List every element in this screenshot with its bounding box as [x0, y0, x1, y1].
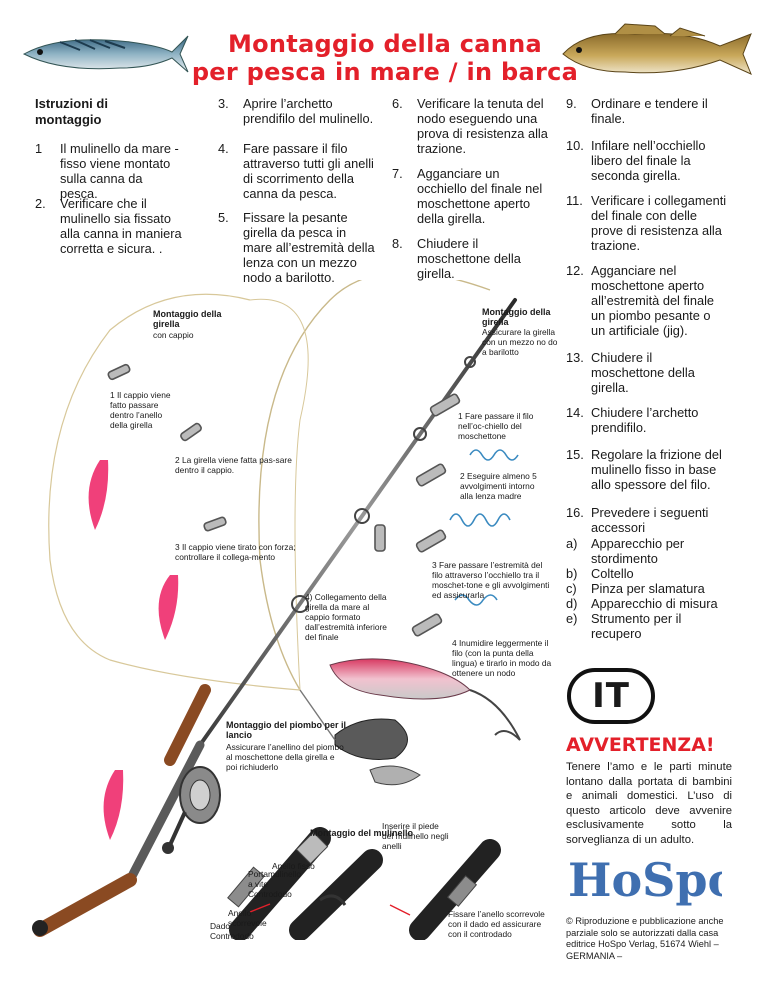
step-text: Chiudere l’archetto prendifilo. — [591, 405, 699, 435]
right-caption-1: 1 Fare passare il filo nell’oc-chiello d… — [458, 411, 534, 441]
step-number: 8. — [392, 236, 403, 251]
accessory-key: a) — [566, 536, 578, 551]
step-number: 3. — [218, 96, 229, 111]
step-text: Prevedere i seguenti accessori — [591, 505, 709, 535]
accessory-text: Apparecchio per stordimento — [591, 536, 685, 566]
step-number: 12. — [566, 263, 584, 278]
step-text: Aprire l’archetto prendifilo del mulinel… — [243, 96, 374, 126]
piombo-title: Montaggio del piombo per il lancio — [226, 720, 346, 740]
page-title: Montaggio della canna per pesca in mare … — [150, 30, 620, 86]
fissare-label: Fissare l’anello scorrevole con il dado … — [448, 909, 545, 939]
anello-fisso-label: Anello fisso — [272, 861, 315, 871]
step-9: 9. Ordinare e tendere il finale. — [566, 96, 736, 132]
step-12: 12. Agganciare nel moschettone aperto al… — [566, 263, 736, 343]
step-number: 16. — [566, 505, 584, 520]
step-3: 3. Aprire l’archetto prendifilo del muli… — [218, 96, 378, 136]
step-number: 10. — [566, 138, 584, 153]
step-text: Fissare la pesante girella da pesca in m… — [243, 210, 375, 285]
instructions-heading: Istruzioni di montaggio — [35, 96, 108, 127]
step-text: Verificare che il mulinello sia fissato … — [60, 196, 182, 256]
step-text: Regolare la frizione del mulinello fisso… — [591, 447, 722, 492]
step-text: Fare passare il filo attraverso tutti gl… — [243, 141, 374, 201]
accessory-text: Apparecchio di misura — [591, 596, 718, 611]
step-number: 9. — [566, 96, 577, 111]
step-number: 5. — [218, 210, 229, 225]
language-badge: IT — [567, 668, 655, 724]
accessory-key: d) — [566, 596, 578, 611]
step-number: 11. — [566, 193, 583, 208]
step-8: 8. Chiudere il moschettone della girella… — [392, 236, 552, 286]
step-number: 4. — [218, 141, 229, 156]
step-5: 5. Fissare la pesante girella da pesca i… — [218, 210, 378, 290]
step-number: 15. — [566, 447, 584, 462]
caption-3: 3 Il cappio viene tirato con forza; cont… — [175, 542, 296, 562]
step-11: 11. Verificare i collegamenti del finale… — [566, 193, 736, 257]
hospo-logo: HoSpo — [568, 853, 722, 906]
caption-2: 2 La girella viene fatta pas-sare dentro… — [175, 455, 292, 475]
step-2: 2. Verificare che il mulinello sia fissa… — [35, 196, 185, 276]
step-number: 7. — [392, 166, 403, 181]
right-caption-4: 4 Inumidire leggermente il filo (con la … — [452, 638, 552, 678]
step-number: 1 — [35, 141, 43, 156]
piombo-sub: Assicurare l’anellino del piombo al mosc… — [226, 742, 344, 772]
step-number: 13. — [566, 350, 584, 365]
title-line-1: Montaggio della canna — [227, 30, 543, 58]
girella-left-title: Montaggio della girella — [153, 309, 222, 329]
inserire-label: Inserire il piede del mulinello negli an… — [382, 821, 449, 851]
step-7: 7. Agganciare un occhiello del finale ne… — [392, 166, 552, 230]
mackerel-illustration — [22, 35, 189, 73]
title-line-2: per pesca in mare / in barca — [191, 58, 579, 86]
step-14: 14. Chiudere l’archetto prendifilo. — [566, 405, 736, 441]
step-text: Chiudere il moschettone della girella. — [417, 236, 521, 281]
caption-4: 4) Collegamento della girella da mare al… — [305, 592, 387, 642]
step-10: 10. Infilare nell’occhiello libero del f… — [566, 138, 736, 188]
step-6: 6. Verificare la tenuta del nodo eseguen… — [392, 96, 552, 160]
copyright-text: © Riproduzione e pubblicazione anche par… — [566, 916, 724, 961]
accessory-key: e) — [566, 611, 578, 626]
girella-right-title: Montaggio della girella — [482, 307, 551, 327]
step-number: 14. — [566, 405, 584, 420]
girella-right-sub: Assicurare la girella con un mezzo no do… — [482, 327, 558, 357]
accessory-key: b) — [566, 566, 578, 581]
step-text: Verificare i collegamenti del finale con… — [591, 193, 727, 253]
step-text: Chiudere il moschettone della girella. — [591, 350, 695, 395]
step-text: Agganciare un occhiello del finale nel m… — [417, 166, 543, 226]
rod-assembly-illustration — [32, 280, 521, 940]
portamulinello-label: Portamulinello a vite Contrododo — [248, 869, 302, 899]
warning-heading: AVVERTENZA! — [566, 734, 715, 756]
step-4: 4. Fare passare il filo attraverso tutti… — [218, 141, 378, 201]
step-text: Ordinare e tendere il finale. — [591, 96, 708, 126]
step-15: 15. Regolare la frizione del mulinello f… — [566, 447, 736, 497]
step-number: 2. — [35, 196, 46, 211]
step-13: 13. Chiudere il moschettone della girell… — [566, 350, 736, 400]
caption-1: 1 Il cappio viene fatto passare dentro l… — [110, 390, 171, 430]
anello-scorrevole-label: Anello scorrevole — [228, 908, 267, 928]
step-text: Verificare la tenuta del nodo eseguendo … — [417, 96, 548, 156]
girella-left-sub: con cappio — [153, 330, 194, 340]
accessories-list: a) Apparecchio per stordimento b) Coltel… — [566, 536, 736, 641]
right-caption-2: 2 Eseguire almeno 5 avvolgimenti intorno… — [460, 471, 537, 501]
step-1: 1 Il mulinello da mare - fisso viene mon… — [35, 141, 185, 201]
step-text: Agganciare nel moschettone aperto all’es… — [591, 263, 715, 338]
step-text: Il mulinello da mare - fisso viene monta… — [60, 141, 179, 201]
warning-text: Tenere l’amo e le parti minute lontano d… — [566, 761, 732, 846]
cod-illustration — [562, 23, 752, 75]
accessory-text: Pinza per slamatura — [591, 581, 705, 596]
accessory-key: c) — [566, 581, 577, 596]
logo-text: HoSpo — [568, 853, 722, 906]
step-number: 6. — [392, 96, 403, 111]
accessory-text: Coltello — [591, 566, 634, 581]
step-16: 16. Prevedere i seguenti accessori — [566, 505, 736, 539]
dado-label: Dado Contrododo — [210, 921, 254, 941]
mulinello-title: Montaggio del mulinello — [310, 828, 413, 838]
step-text: Infilare nell’occhiello libero del final… — [591, 138, 706, 183]
accessory-text: Strumento per il recupero — [591, 611, 682, 641]
right-caption-3: 3 Fare passare l’estremità del filo attr… — [432, 560, 550, 600]
